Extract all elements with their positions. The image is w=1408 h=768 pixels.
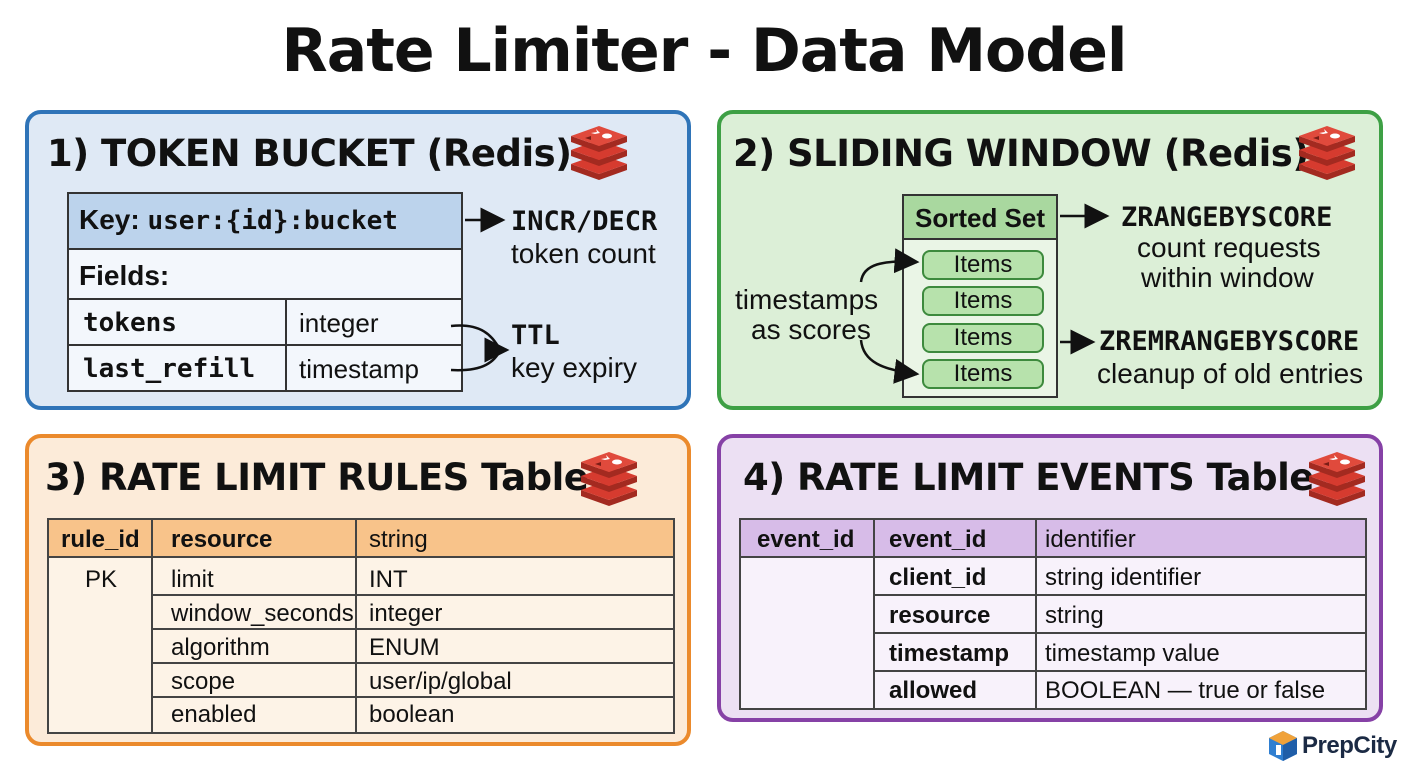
field-type: ENUM — [369, 634, 440, 661]
scores-label: timestamps — [735, 284, 879, 315]
rules-table-title: 3) RATE LIMIT RULES Table — [45, 456, 589, 499]
redis-icon — [1309, 452, 1365, 506]
zrangebyscore-desc: within window — [1141, 262, 1314, 293]
token-bucket-panel: 1) TOKEN BUCKET (Redis) Key: user:{id}:b… — [25, 110, 691, 410]
zremrangebyscore-desc: cleanup of old entries — [1097, 358, 1364, 389]
field-name: enabled — [171, 701, 257, 728]
field-name: event_id — [889, 526, 987, 553]
sliding-window-arrows — [859, 203, 1110, 384]
table-row: tokens integer — [69, 300, 461, 346]
table-header-row — [49, 520, 673, 558]
field-type: string — [1045, 602, 1104, 629]
sorted-set: Sorted Set Items Items Items Items — [902, 194, 1058, 398]
table-header-row — [741, 520, 1365, 558]
prepcity-logo-icon — [1269, 731, 1297, 761]
events-table: event_id event_id identifier client_id s… — [739, 518, 1367, 710]
sliding-window-panel: 2) SLIDING WINDOW (Redis) Sorted Set Ite… — [717, 110, 1383, 410]
incr-decr-desc: token count — [511, 238, 656, 269]
key-column: rule_id — [61, 526, 140, 553]
field-name: last_refill — [69, 346, 287, 390]
field-name: resource — [171, 526, 273, 553]
set-item: Items — [922, 286, 1044, 316]
brand-name: PrepCity — [1302, 732, 1397, 759]
field-name: resource — [889, 602, 991, 629]
field-type: timestamp — [299, 354, 419, 384]
sorted-set-header: Sorted Set — [904, 196, 1056, 240]
zremrangebyscore-op: ZREMRANGEBYSCORE — [1099, 326, 1360, 357]
incr-decr-op: INCR/DECR — [511, 206, 658, 237]
field-name: timestamp — [889, 640, 1010, 667]
token-bucket-hash: Key: user:{id}:bucket Fields: tokens int… — [67, 192, 463, 392]
field-type: timestamp value — [1045, 640, 1220, 667]
field-name: limit — [171, 566, 214, 593]
field-type: user/ip/global — [369, 668, 512, 695]
page-title: Rate Limiter - Data Model — [281, 16, 1128, 86]
key-column: event_id — [757, 526, 855, 553]
key-label: Key: — [79, 204, 140, 235]
field-name: window_seconds — [171, 600, 354, 627]
field-type: INT — [369, 566, 408, 593]
key-value: user:{id}:bucket — [147, 206, 398, 236]
ttl-label: TTL — [511, 320, 560, 351]
field-type: boolean — [369, 701, 455, 728]
set-item: Items — [922, 359, 1044, 389]
rate-limit-events-panel: 4) RATE LIMIT EVENTS Table event_id even… — [717, 434, 1383, 722]
table-row: last_refill timestamp — [69, 346, 461, 390]
scores-label: as scores — [751, 314, 871, 345]
field-name: algorithm — [171, 634, 270, 661]
field-type: string identifier — [1045, 564, 1202, 591]
set-item: Items — [922, 323, 1044, 353]
field-name: scope — [171, 668, 236, 695]
field-type: identifier — [1045, 526, 1136, 553]
rules-table: rule_id PK resource string limit INT win… — [47, 518, 675, 734]
field-type: string — [369, 526, 428, 553]
field-type: integer — [299, 308, 379, 338]
zrangebyscore-desc: count requests — [1137, 232, 1321, 263]
redis-icon — [1299, 126, 1355, 180]
field-type: BOOLEAN — true or false — [1045, 677, 1326, 704]
events-table-title: 4) RATE LIMIT EVENTS Table — [743, 456, 1314, 499]
brand-logo: PrepCity — [1268, 728, 1408, 764]
field-name: allowed — [889, 677, 978, 704]
ttl-desc: key expiry — [511, 352, 638, 383]
token-bucket-title: 1) TOKEN BUCKET (Redis) — [47, 132, 572, 175]
redis-icon — [581, 452, 637, 506]
sliding-window-title: 2) SLIDING WINDOW (Redis) — [733, 132, 1309, 175]
rate-limit-rules-panel: 3) RATE LIMIT RULES Table rule_id PK res… — [25, 434, 691, 746]
redis-icon — [571, 126, 627, 180]
fields-label: Fields: — [69, 250, 461, 300]
pk-tag: PK — [85, 566, 118, 593]
field-type: integer — [369, 600, 443, 627]
zrangebyscore-op: ZRANGEBYSCORE — [1121, 202, 1333, 233]
field-name: tokens — [69, 300, 287, 344]
bucket-key-row: Key: user:{id}:bucket — [69, 194, 461, 250]
token-bucket-arrows — [450, 207, 510, 372]
field-name: client_id — [889, 564, 987, 591]
set-item: Items — [922, 250, 1044, 280]
